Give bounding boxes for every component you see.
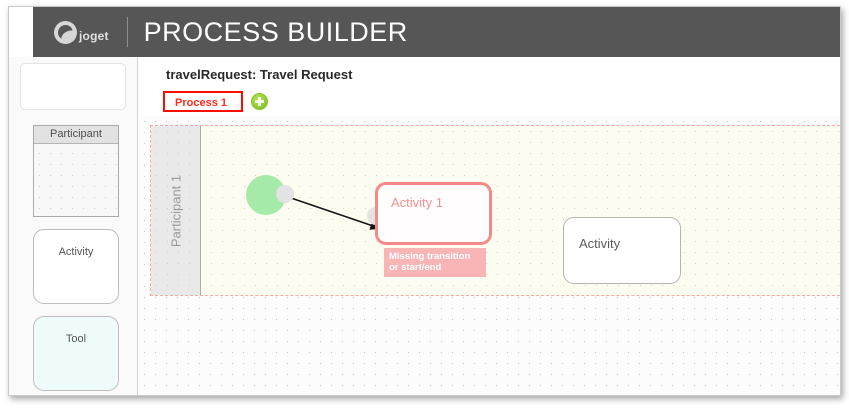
joget-logo-icon — [54, 20, 77, 44]
palette-sidebar: Participant Activity Tool — [9, 57, 138, 395]
process-tab-strip: Process 1 — [163, 90, 268, 112]
palette-item-tool-label: Tool — [65, 333, 87, 345]
brand-name: joget — [79, 28, 109, 43]
tab-process-1[interactable]: Process 1 — [163, 90, 243, 112]
participant-pool[interactable]: Participant 1 — [150, 125, 840, 296]
activity-plain-label: Activity — [579, 236, 621, 251]
transition-arrow[interactable] — [139, 116, 840, 395]
palette-item-participant[interactable]: Participant — [33, 125, 119, 217]
activity-1-node[interactable]: Activity 1 — [375, 182, 492, 245]
activity-plain-node[interactable]: Activity — [563, 217, 681, 284]
header-divider — [126, 17, 128, 47]
main-area: travelRequest: Travel Request Process 1 … — [139, 57, 840, 395]
start-event-connection-handle[interactable] — [276, 185, 294, 203]
participant-lane-header[interactable]: Participant 1 — [151, 126, 201, 295]
process-canvas[interactable]: Participant 1 Activity 1 Missing trans — [139, 116, 840, 395]
page-title: PROCESS BUILDER — [143, 16, 408, 47]
chevron-up-icon[interactable] — [67, 395, 85, 396]
palette-item-activity[interactable]: Activity — [33, 229, 119, 304]
brand-logo[interactable]: joget — [54, 20, 109, 44]
palette-empty-box[interactable] — [20, 63, 126, 110]
process-document-title: travelRequest: Travel Request — [166, 67, 353, 82]
process-builder-window: joget PROCESS BUILDER Participant Activi… — [8, 6, 841, 396]
palette-item-tool[interactable]: Tool — [33, 316, 119, 391]
validation-error-line-1: Missing transition — [389, 251, 471, 262]
activity-1-label: Activity 1 — [391, 195, 444, 210]
palette-item-participant-label: Participant — [34, 126, 118, 144]
app-header: joget PROCESS BUILDER — [33, 7, 840, 57]
palette-item-activity-label: Activity — [58, 246, 94, 258]
add-process-button[interactable] — [250, 92, 268, 110]
validation-error-badge: Missing transition or start/end — [384, 248, 486, 277]
validation-error-line-2: or start/end — [389, 262, 442, 273]
